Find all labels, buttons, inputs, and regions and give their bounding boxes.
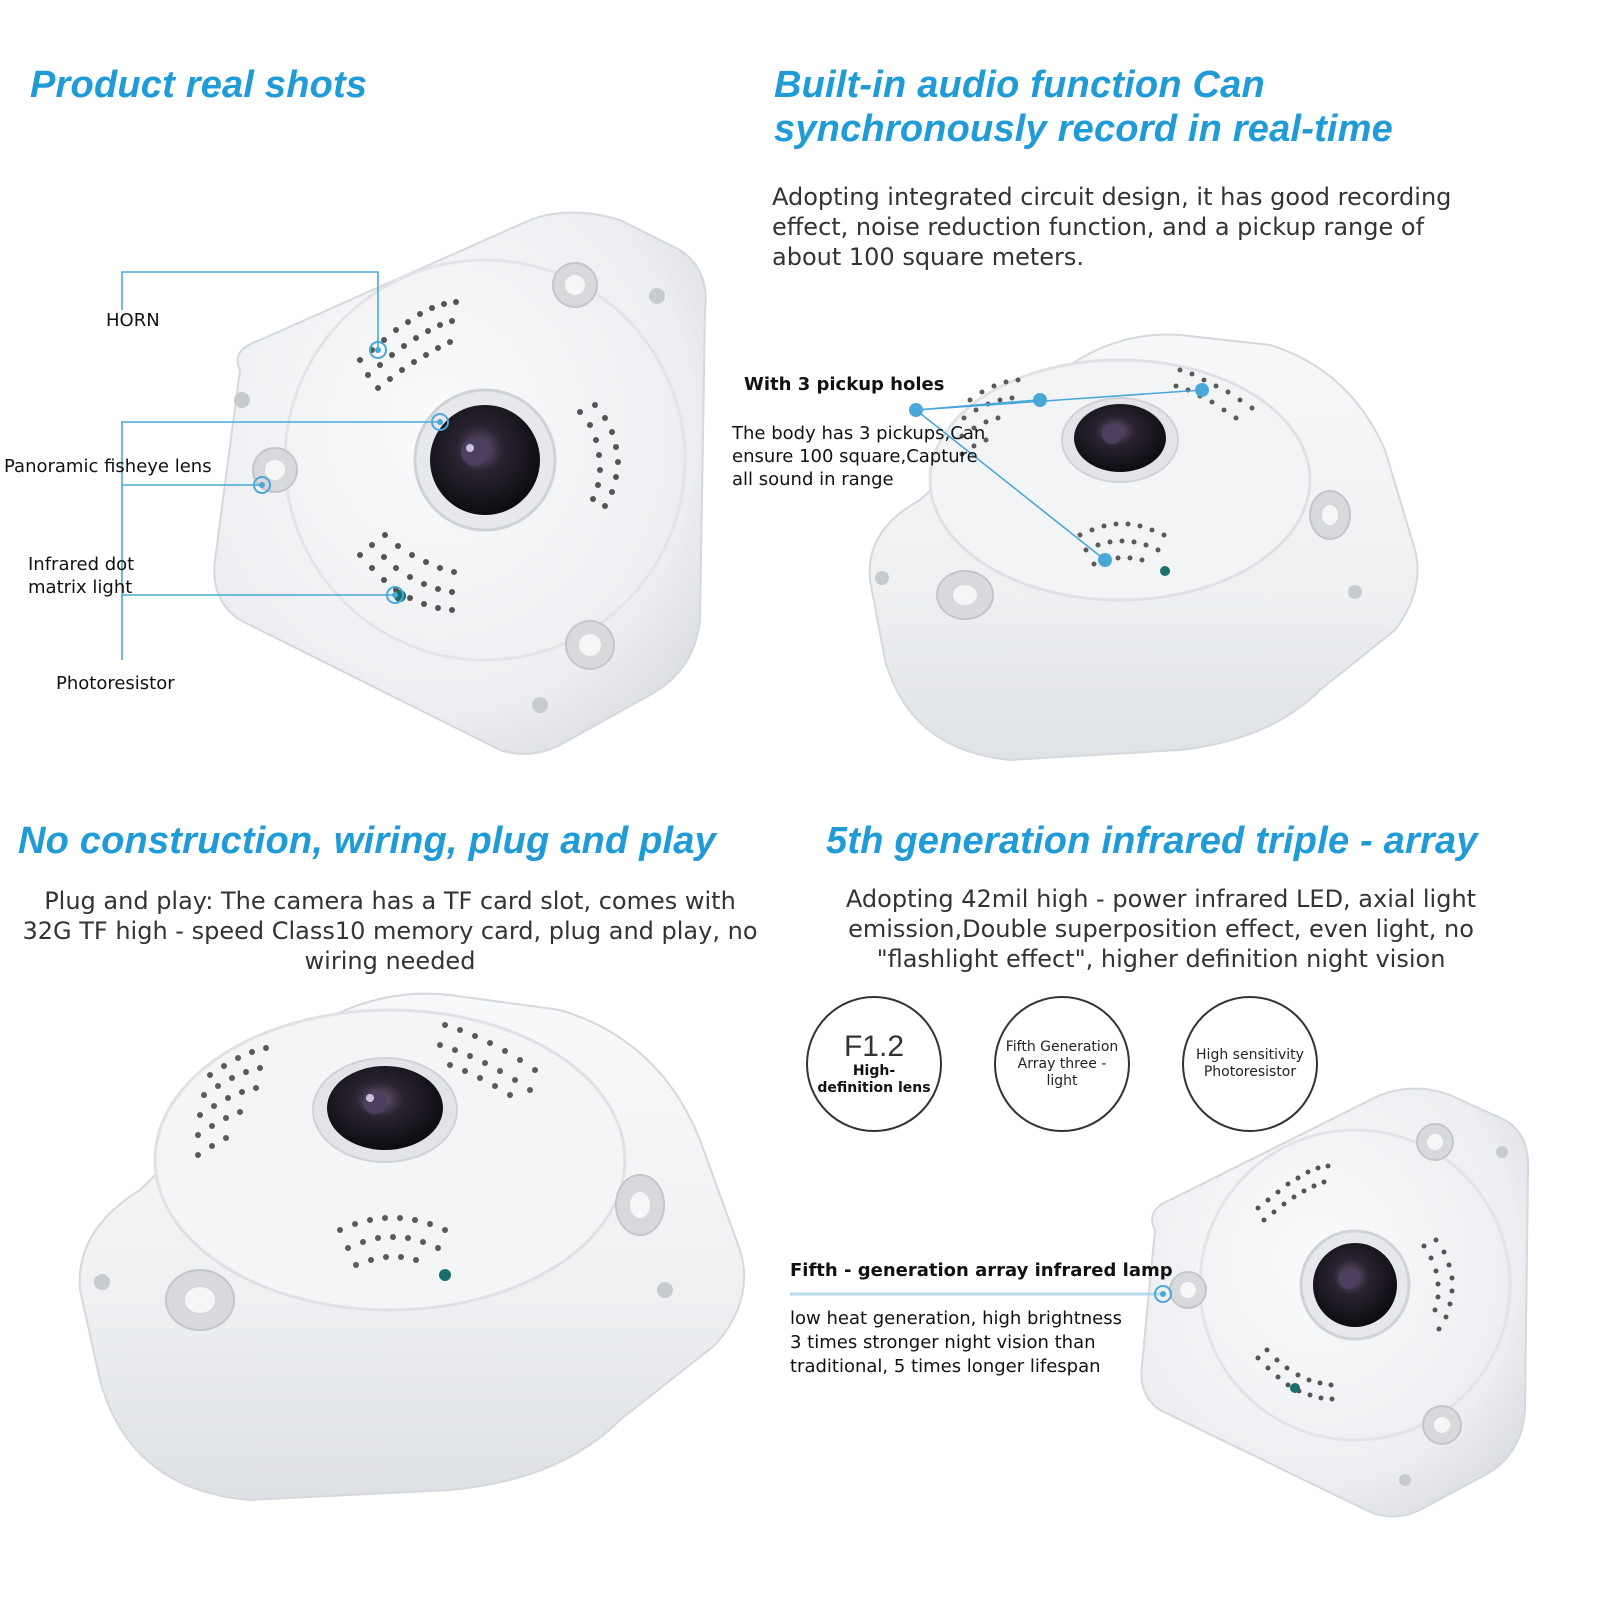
- infrared-lamp-leader-line: [790, 1285, 1172, 1303]
- badge-f12-lens: F1.2 High-definition lens: [806, 996, 942, 1132]
- badge-fifth-generation-array: Fifth Generation Array three - light: [994, 996, 1130, 1132]
- camera-angle-view-image: [868, 333, 1419, 762]
- camera-large-angle-view-image: [78, 992, 746, 1502]
- callout-horn: HORN: [106, 310, 160, 331]
- badge-photoresistor: High sensitivity Photoresistor: [1182, 996, 1318, 1132]
- callout-leader-lines: [121, 271, 449, 660]
- callout-fisheye-lens: Panoramic fisheye lens: [4, 456, 212, 477]
- heading-product-shots: Product real shots: [30, 64, 368, 106]
- badge-f12-value: F1.2: [843, 1030, 905, 1063]
- badge-fifth-generation-text: Fifth Generation Array three - light: [1005, 1038, 1119, 1089]
- heading-plug-play: No construction, wiring, plug and play: [18, 820, 716, 862]
- callout-infrared-lamp-line1: low heat generation, high brightness: [790, 1308, 1123, 1329]
- camera-top-view-small-image: [1140, 1087, 1530, 1518]
- callout-pickup-holes-title: With 3 pickup holes: [744, 374, 945, 395]
- heading-audio-line1: Built-in audio function Can: [774, 64, 1265, 106]
- heading-audio-line2: synchronously record in real-time: [774, 108, 1393, 150]
- badge-photoresistor-text: High sensitivity Photoresistor: [1196, 1047, 1304, 1080]
- plug-play-description: Plug and play: The camera has a TF card …: [22, 887, 758, 975]
- callout-photoresistor: Photoresistor: [56, 673, 175, 694]
- callout-infrared-lamp-line2: 3 times stronger night vision than: [790, 1332, 1096, 1353]
- infrared-description: Adopting 42mil high - power infrared LED…: [845, 885, 1477, 973]
- badge-f12-text: High-definition lens: [817, 1063, 931, 1096]
- heading-infrared: 5th generation infrared triple - array: [826, 820, 1478, 862]
- callout-pickup-holes-text: The body has 3 pickups,Can ensure 100 sq…: [732, 423, 986, 490]
- audio-description: Adopting integrated circuit design, it h…: [772, 183, 1452, 271]
- callout-infrared-lamp-line3: traditional, 5 times longer lifespan: [790, 1356, 1101, 1377]
- callout-infrared-lamp-title: Fifth - generation array infrared lamp: [790, 1260, 1173, 1281]
- callout-infrared-line1: Infrared dot: [28, 554, 135, 575]
- camera-top-view-image: [213, 211, 707, 755]
- callout-infrared-line2: matrix light: [28, 577, 133, 598]
